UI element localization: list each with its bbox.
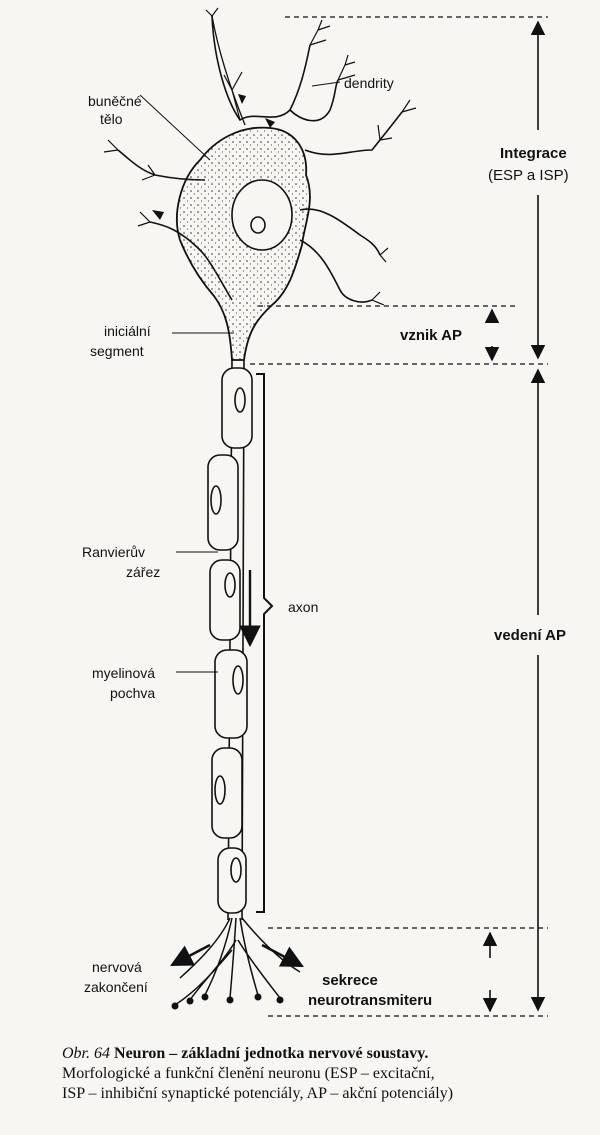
region-ap-conduction: vedení AP — [494, 627, 566, 644]
myelin-sheath — [207, 367, 253, 914]
label-ranvier-2: zářez — [126, 564, 160, 580]
region-integration-sub: (ESP a ISP) — [488, 167, 569, 184]
caption-title: Neuron – základní jednotka nervové soust… — [114, 1045, 429, 1062]
region-secretion-2: neurotransmiteru — [308, 992, 432, 1009]
label-ranvier: Ranvierův — [82, 544, 145, 560]
structure-labels: buněčné tělo dendrity iniciální segment … — [82, 75, 394, 995]
region-integration: Integrace — [500, 145, 567, 162]
label-myelin-2: pochva — [110, 685, 155, 701]
figure-caption: Obr. 64 Neuron – základní jednotka nervo… — [62, 1044, 592, 1104]
caption-figure-number: Obr. 64 — [62, 1045, 111, 1062]
neuron-diagram: buněčné tělo dendrity iniciální segment … — [82, 7, 569, 1017]
label-initial-segment: iniciální — [104, 323, 151, 339]
label-cell-body-2: tělo — [100, 111, 123, 127]
label-terminals-2: zakončení — [84, 979, 148, 995]
caption-line-1: Obr. 64 Neuron – základní jednotka nervo… — [62, 1044, 592, 1064]
label-initial-segment-2: segment — [90, 343, 144, 359]
axon-bracket — [239, 373, 274, 913]
caption-line-2: Morfologické a funkční členění neuronu (… — [62, 1065, 435, 1082]
leader-lines — [139, 81, 341, 673]
label-axon: axon — [288, 599, 318, 615]
region-markers — [250, 16, 548, 1017]
label-terminals: nervová — [92, 959, 142, 975]
label-dendrites: dendrity — [344, 75, 394, 91]
label-myelin: myelinová — [92, 665, 155, 681]
region-ap-origin: vznik AP — [400, 327, 462, 344]
cell-body — [103, 7, 417, 361]
label-cell-body: buněčné — [88, 93, 142, 109]
nerve-terminals — [170, 917, 304, 1010]
region-secretion: sekrece — [322, 972, 378, 989]
caption-line-3: ISP – inhibiční synaptické potenciály, A… — [62, 1085, 454, 1102]
region-labels: Integrace (ESP a ISP) vznik AP vedení AP… — [308, 145, 569, 1009]
